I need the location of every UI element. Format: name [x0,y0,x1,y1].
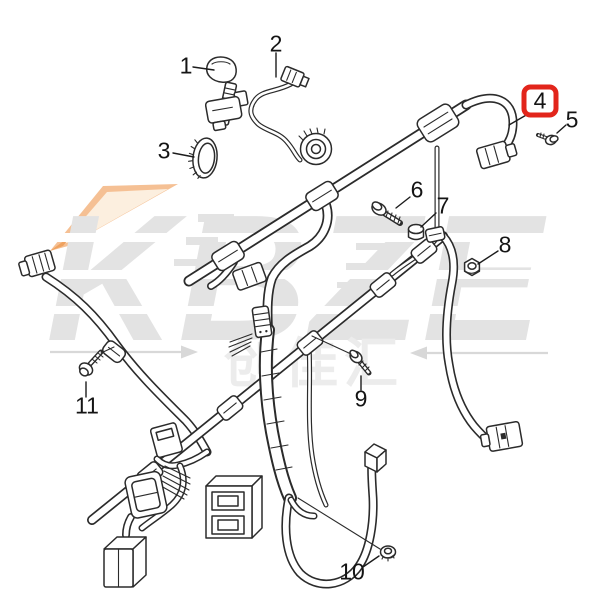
ribbed-fitting [251,305,273,339]
part-8-nut [463,257,481,277]
callout-10[interactable]: 10 [339,558,365,585]
center-stack-tubes [261,205,328,505]
callout-5[interactable]: 5 [565,106,579,133]
callout-11[interactable]: 11 [75,392,99,419]
watermark-speed-dashes [174,214,386,288]
part-10-nut [379,545,397,562]
callout-3[interactable]: 3 [157,137,171,164]
left-cluster-connector [124,470,168,519]
loop-cube-connector [364,443,387,473]
bottom-connector-block [205,475,263,539]
part-7-grommet [407,223,425,241]
callout-9[interactable]: 9 [354,385,368,412]
part-3-drawing [188,137,218,179]
part-2-socket [298,127,333,166]
harness-drawing [18,52,567,588]
callout-1[interactable]: 1 [179,52,193,79]
lower-tube-clamps [136,238,438,487]
part-11-bolt [78,349,104,377]
main-tube-clamps [211,103,460,272]
part-2-drawing [204,65,333,166]
callout-4-highlight-box[interactable]: 4 [521,84,559,118]
callout-8[interactable]: 8 [498,231,512,258]
bottom-left-plug [103,536,147,588]
callout-2[interactable]: 2 [269,30,283,57]
wire-fan-stripes [160,333,253,500]
part-6-bolt [371,201,403,226]
part-4-connector [475,140,518,170]
callout-7[interactable]: 7 [436,192,450,219]
junction-clip [424,226,446,243]
callout-4[interactable]: 4 [533,87,547,114]
part-5-bolt [536,132,559,146]
part-9-bolt [349,349,372,376]
callout-6[interactable]: 6 [410,176,424,203]
install-lines [100,335,381,550]
leader-lines [85,52,567,568]
left-branch-connector [18,249,56,278]
relay-box [149,422,183,459]
stack-connector [232,261,267,291]
right-branch-connector [479,420,524,452]
